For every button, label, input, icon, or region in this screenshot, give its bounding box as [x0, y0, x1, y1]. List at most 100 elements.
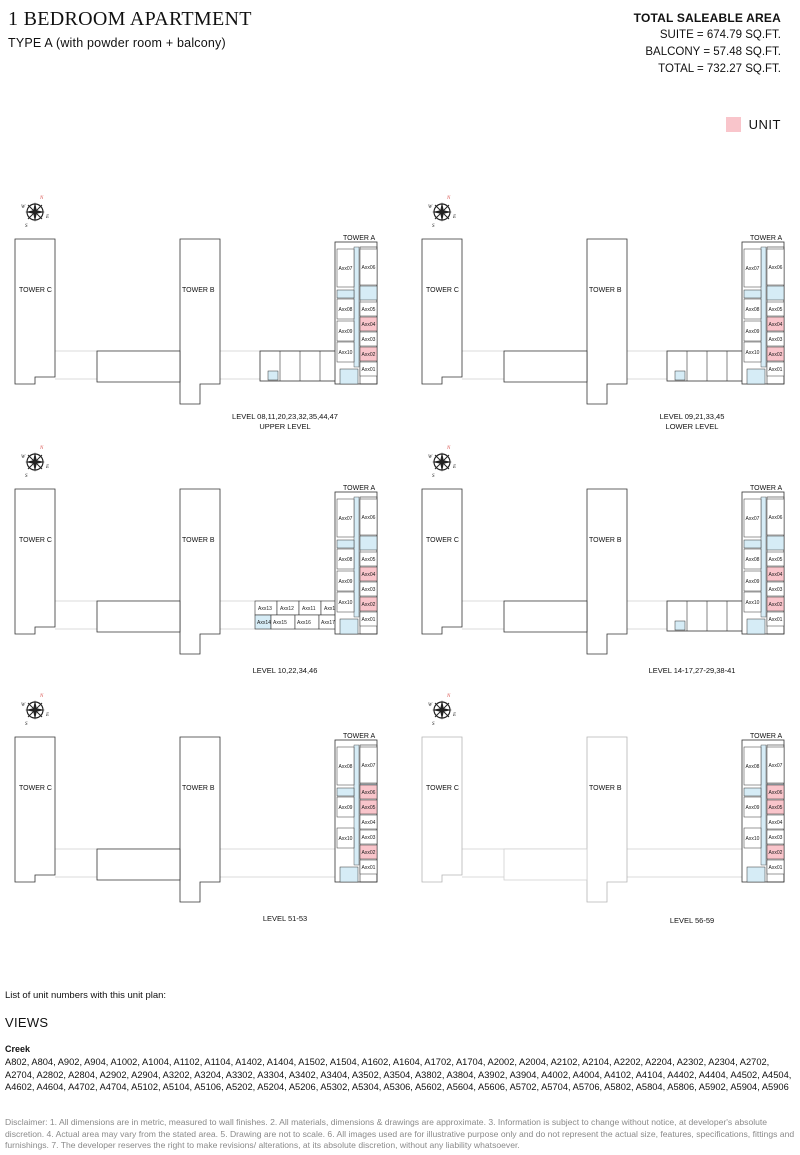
tower-b-outline — [586, 736, 628, 903]
bridge-outline — [503, 350, 588, 383]
compass-icon: N S W E — [21, 196, 49, 229]
area-title: TOTAL SALEABLE AREA — [633, 11, 781, 25]
unit-label: Axx07 — [339, 266, 353, 272]
unit-cell — [766, 551, 785, 567]
unit-cell — [359, 611, 378, 627]
unit-label: Axx02 — [362, 850, 376, 856]
unit-cell — [359, 361, 378, 377]
unit-cell — [336, 570, 355, 592]
plan-level-label: LEVEL 56-59 — [669, 916, 715, 925]
unit-label: Axx09 — [339, 329, 353, 335]
compass-e: E — [452, 713, 456, 718]
tower-b-outline — [179, 238, 221, 405]
unit-label: Axx10 — [746, 600, 760, 606]
view-creek-label: Creek — [5, 1044, 31, 1054]
unit-label: Axx04 — [362, 572, 376, 578]
floor-plan-drawing-2: N S W E TOWER C TOWER B — [421, 196, 785, 405]
unit-label: Axx05 — [362, 307, 376, 313]
disclaimer-text: Disclaimer: 1. All dimensions are in met… — [5, 1117, 795, 1150]
unit-label: Axx10 — [339, 350, 353, 356]
unit-cell — [766, 248, 785, 286]
unit-label: Axx08 — [339, 764, 353, 770]
tower-c-label: TOWER C — [19, 785, 52, 792]
unit-cell — [743, 341, 762, 363]
unit-label: Axx06 — [769, 790, 783, 796]
compass-e: E — [452, 215, 456, 220]
unit-cell — [359, 498, 378, 536]
unit-label: Axx07 — [769, 763, 783, 769]
unit-label: Axx10 — [746, 836, 760, 842]
unit-label: Axx06 — [362, 265, 376, 271]
highlighted-unit-cell — [359, 346, 378, 362]
unit-label: Axx15 — [273, 620, 287, 626]
unit-label: Axx04 — [362, 820, 376, 826]
unit-label: Axx01 — [769, 865, 783, 871]
unit-label: Axx13 — [258, 606, 272, 612]
unit-cell — [743, 320, 762, 342]
floor-plan-4: N S W E TOWER C TOWER B — [412, 442, 800, 692]
unit-label: Axx03 — [769, 587, 783, 593]
compass-w: W — [21, 703, 26, 708]
unit-label: Axx01 — [362, 865, 376, 871]
plan-caption: LEVEL 56-59 — [562, 916, 800, 926]
compass-n: N — [39, 196, 44, 201]
unit-label: Axx11 — [302, 606, 316, 612]
tower-b-label: TOWER B — [182, 287, 215, 294]
unit-cell — [359, 248, 378, 286]
unit-label: Axx06 — [362, 515, 376, 521]
unit-label: Axx03 — [362, 337, 376, 343]
unit-label: Axx06 — [362, 790, 376, 796]
highlighted-unit-cell — [359, 596, 378, 612]
compass-n: N — [446, 446, 451, 451]
unit-label: Axx03 — [362, 587, 376, 593]
unit-label: Axx02 — [769, 602, 783, 608]
compass-icon: N S W E — [21, 446, 49, 479]
unit-legend: UNIT — [725, 117, 781, 132]
unit-numbers-list: A802, A804, A902, A904, A1002, A1004, A1… — [5, 1057, 792, 1092]
unit-cell — [359, 331, 378, 347]
compass-icon: N S W E — [428, 446, 456, 479]
bridge-outline — [503, 600, 588, 633]
highlighted-unit-cell — [766, 346, 785, 362]
compass-w: W — [428, 703, 433, 708]
compass-n: N — [39, 694, 44, 699]
compass-w: W — [21, 455, 26, 460]
unit-cell — [336, 796, 355, 818]
compass-icon: N S W E — [428, 196, 456, 229]
tower-a-label: TOWER A — [343, 485, 375, 492]
unit-legend-swatch — [725, 117, 741, 132]
unit-cell — [359, 746, 378, 784]
tower-c-outline — [14, 736, 56, 883]
unit-label: Axx09 — [746, 805, 760, 811]
unit-label: Axx05 — [769, 557, 783, 563]
unit-label: Axx07 — [362, 763, 376, 769]
highlighted-unit-cell — [766, 784, 785, 800]
unit-cell — [336, 248, 355, 288]
unit-label: Axx09 — [339, 805, 353, 811]
unit-label: Axx01 — [362, 617, 376, 623]
highlighted-unit-cell — [766, 799, 785, 815]
highlighted-unit-cell — [766, 844, 785, 860]
unit-label: Axx17 — [321, 620, 335, 626]
unit-label: Axx04 — [362, 322, 376, 328]
highlighted-unit-cell — [766, 566, 785, 582]
unit-cell — [359, 814, 378, 830]
plan-caption: LEVEL 14-17,27-29,38-41 — [562, 666, 800, 676]
bridge-outline — [96, 350, 181, 383]
unit-cell — [336, 591, 355, 613]
unit-label: Axx07 — [339, 516, 353, 522]
unit-label: Axx10 — [746, 350, 760, 356]
tower-b-outline — [586, 238, 628, 405]
unit-label: Axx05 — [362, 805, 376, 811]
unit-label: Axx08 — [746, 557, 760, 563]
compass-s: S — [432, 224, 435, 229]
unit-label: Axx16 — [297, 620, 311, 626]
bridge-outline — [503, 848, 588, 881]
